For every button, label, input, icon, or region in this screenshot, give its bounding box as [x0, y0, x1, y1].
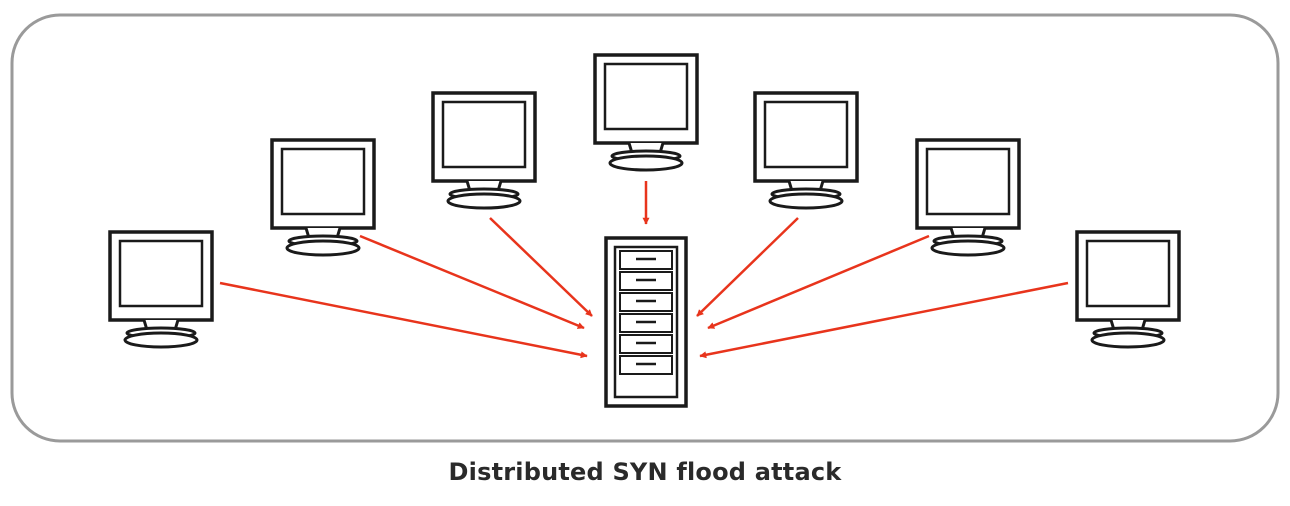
diagram-caption: Distributed SYN flood attack — [448, 458, 842, 486]
edge-client-3-to-target-server — [489, 217, 593, 317]
diagram-frame — [10, 13, 1280, 443]
monitor-icon — [431, 91, 537, 210]
edge-client-2-to-target-server — [359, 234, 585, 330]
client-5 — [753, 91, 859, 210]
client-4 — [593, 53, 699, 172]
edge-client-7-to-target-server — [699, 281, 1069, 359]
monitor-icon — [108, 230, 214, 349]
server-tower-icon — [604, 236, 688, 408]
client-7 — [1075, 230, 1181, 349]
edges-layer — [219, 181, 1069, 359]
client-2 — [270, 138, 376, 257]
monitor-icon — [1075, 230, 1181, 349]
clients-layer — [108, 53, 1181, 349]
target-server — [604, 236, 688, 408]
edge-client-1-to-target-server — [219, 281, 588, 359]
client-1 — [108, 230, 214, 349]
edge-client-5-to-target-server — [696, 217, 799, 317]
client-6 — [915, 138, 1021, 257]
monitor-icon — [915, 138, 1021, 257]
client-3 — [431, 91, 537, 210]
monitor-icon — [593, 53, 699, 172]
monitor-icon — [270, 138, 376, 257]
edge-client-6-to-target-server — [707, 234, 930, 330]
server-layer — [604, 236, 688, 408]
monitor-icon — [753, 91, 859, 210]
